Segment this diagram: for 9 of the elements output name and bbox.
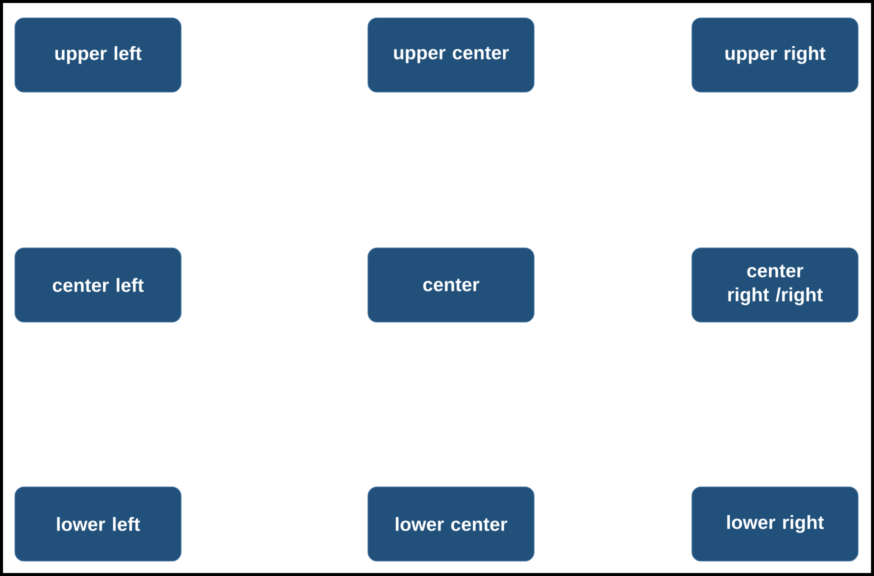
rounded-box: lower left: [14, 486, 182, 562]
rounded-box: upper left: [14, 18, 182, 92]
rounded-box: upper right: [692, 18, 858, 92]
rounded-box: center: [368, 248, 534, 322]
rounded-box: lower right: [692, 486, 858, 562]
rounded-box: lower center: [368, 486, 534, 562]
rounded-box: center left: [14, 248, 182, 322]
rounded-box: center right /right: [692, 248, 858, 322]
rounded-box: upper center: [368, 18, 534, 92]
